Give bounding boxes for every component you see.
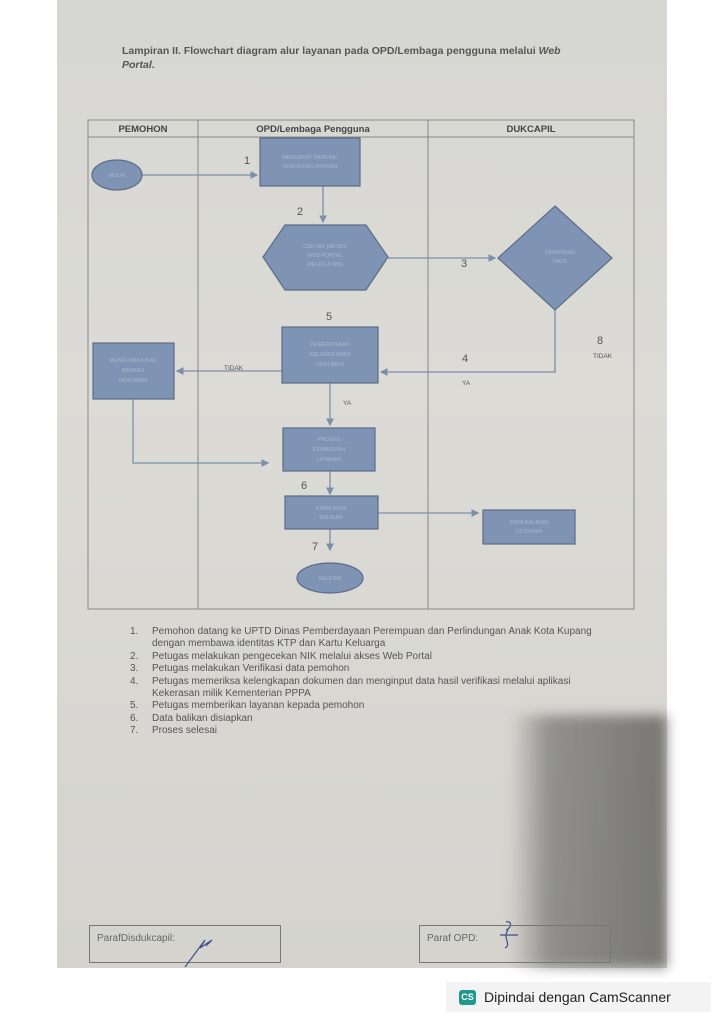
check-nik-line: CEK NIK (AKSES [303, 244, 347, 250]
step-number: 1 [244, 155, 250, 167]
end-node: SELESAI [296, 562, 364, 594]
step-text: Petugas memeriksa kelengkapan dokumen da… [152, 675, 571, 700]
start-label: MULAI [109, 173, 126, 179]
step-num: 6. [130, 712, 139, 724]
get-nik-box: MENDAPAT DATA NIK PEMOHON LAYANAN [259, 137, 361, 187]
step-text: Data balikan disiapkan [152, 712, 253, 724]
service-line: PEMBERIAN [313, 447, 345, 453]
step-item: 1. Pemohon datang ke UPTD Dinas Pemberday… [130, 626, 610, 651]
lane-header-dukcapil: DUKCAPIL [506, 124, 555, 135]
step-num: 7. [130, 725, 139, 737]
verify-line: DATA [553, 259, 567, 265]
step-num: 3. [130, 663, 139, 675]
camscanner-watermark: CS Dipindai dengan CamScanner [446, 982, 711, 1012]
step-text: Petugas memberikan layanan kepada pemoho… [152, 700, 365, 712]
send-data-line: BALIKAN [319, 515, 342, 521]
step-num: 1. [130, 626, 139, 637]
step-num: 5. [130, 700, 139, 712]
check-nik-line: MELALUI NIK) [307, 262, 343, 268]
send-data-box: KIRIM DATA BALIKAN [284, 495, 379, 530]
step-item: 2. Petugas melakukan pengecekan NIK melal… [130, 651, 610, 663]
step-numbers: 1 2 3 4 5 6 7 8 TIDAK YA TIDAK YA [224, 155, 613, 553]
send-data-line: KIRIM DATA [316, 506, 347, 512]
data-received-box: DATA BALIKAN DITERIMA [482, 509, 576, 545]
verify-diamond: VERIFIKASI DATA [497, 205, 613, 311]
title-italic: Web Portal [122, 45, 561, 71]
swimlane-table: PEMOHON OPD/Lembaga Pengguna DUKCAPIL [87, 119, 635, 610]
paraf-opd-box: Paraf OPD: [419, 925, 611, 963]
step-item: 3. Petugas melakukan Verifikasi data pemo… [130, 663, 610, 675]
step-number: 2 [297, 206, 303, 218]
watermark-text: Dipindai dengan CamScanner [484, 989, 671, 1005]
start-node: MULAI [91, 159, 143, 191]
step-text: Pemohon datang ke UPTD Dinas Pemberdayaa… [152, 626, 592, 650]
document-title: Lampiran II. Flowchart diagram alur laya… [122, 44, 592, 72]
end-label: SELESAI [319, 576, 342, 582]
step-text: Petugas melakukan pengecekan NIK melalui… [152, 650, 432, 662]
data-received-line: DITERIMA [516, 529, 543, 535]
step-number: 3 [461, 258, 467, 270]
collect-docs-box: MENGUMPULKAN BERKAS DOKUMEN [92, 342, 175, 400]
tidak-label: TIDAK [224, 365, 244, 372]
connectors [132, 171, 556, 552]
step-num: 4. [130, 675, 139, 687]
step-number: 7 [312, 541, 318, 553]
title-end: . [151, 59, 155, 71]
tidak-label: TIDAK [593, 353, 613, 360]
verify-line: VERIFIKASI [545, 250, 576, 256]
lane-header-opd: OPD/Lembaga Pengguna [256, 124, 370, 135]
paraf-disdukcapil-box: ParafDisdukcapil: [89, 925, 281, 963]
step-number: 6 [301, 480, 307, 492]
check-nik-hexagon: CEK NIK (AKSES WEB PORTAL MELALUI NIK) [262, 224, 389, 291]
check-docs-line: KELENGKAPAN [310, 352, 351, 358]
step-item: 4. Petugas memeriksa kelengkapan dokumen … [130, 676, 610, 701]
service-line: LAYANAN [317, 457, 342, 463]
get-nik-line: MENDAPAT DATA NIK [282, 155, 338, 161]
service-box: PROSES PEMBERIAN LAYANAN [282, 427, 376, 472]
step-item: 7. Proses selesai [130, 725, 610, 737]
title-text: Lampiran II. Flowchart diagram alur laya… [122, 45, 539, 57]
get-nik-line: PEMOHON LAYANAN [283, 164, 338, 170]
check-docs-line: DOKUMEN [316, 362, 344, 368]
step-text: Petugas melakukan Verifikasi data pemoho… [152, 663, 350, 675]
paraf-opd-label: Paraf OPD: [427, 933, 479, 944]
step-item: 5. Petugas memberikan layanan kepada pemo… [130, 700, 610, 712]
collect-docs-line: BERKAS [122, 368, 145, 374]
step-number: 4 [462, 353, 468, 365]
step-list: 1. Pemohon datang ke UPTD Dinas Pemberday… [130, 626, 610, 738]
check-docs-box: PEMERIKSAAN KELENGKAPAN DOKUMEN [281, 326, 379, 384]
data-received-line: DATA BALIKAN [510, 520, 548, 526]
check-docs-line: PEMERIKSAAN [310, 342, 350, 348]
collect-docs-line: DOKUMEN [119, 378, 147, 384]
lane-header-pemohon: PEMOHON [118, 124, 167, 135]
collect-docs-line: MENGUMPULKAN [109, 358, 156, 364]
step-number: 5 [326, 311, 332, 323]
step-number: 8 [597, 335, 603, 347]
camscanner-logo-icon: CS [459, 989, 476, 1005]
step-item: 6. Data balikan disiapkan [130, 713, 610, 725]
check-nik-line: WEB PORTAL [307, 253, 343, 259]
ya-label: YA [343, 400, 352, 407]
ya-label: YA [462, 380, 471, 387]
step-text: Proses selesai [152, 725, 218, 737]
paraf-disdukcapil-label: ParafDisdukcapil: [97, 933, 175, 944]
service-line: PROSES [318, 437, 341, 443]
step-num: 2. [130, 650, 139, 662]
